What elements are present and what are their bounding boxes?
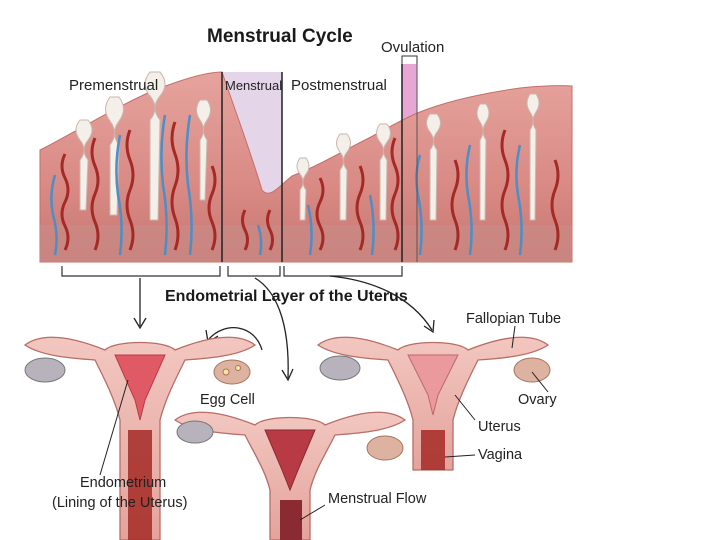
ovary-label: Ovary <box>518 392 557 408</box>
postmenstrual-label: Postmenstrual <box>291 77 387 94</box>
egg-cell-label: Egg Cell <box>200 392 255 408</box>
fallopian-tube-label: Fallopian Tube <box>466 311 561 327</box>
vagina-label: Vagina <box>478 447 522 463</box>
ovulation-label: Ovulation <box>381 39 444 56</box>
menstrual-flow-label: Menstrual Flow <box>328 491 426 507</box>
premenstrual-label: Premenstrual <box>69 77 158 94</box>
menstrual-label: Menstrual <box>225 78 282 93</box>
endometrium-note: (Lining of the Uterus) <box>52 495 187 511</box>
chart-title: Menstrual Cycle <box>207 26 353 48</box>
uterus-label: Uterus <box>478 419 521 435</box>
phase-brackets <box>62 266 402 276</box>
basal-layer <box>40 225 572 262</box>
endometrium-label: Endometrium <box>80 475 166 491</box>
endometrial-layer-subtitle: Endometrial Layer of the Uterus <box>165 288 408 306</box>
ovulation-bracket <box>402 56 417 64</box>
uterus-center <box>175 412 405 540</box>
